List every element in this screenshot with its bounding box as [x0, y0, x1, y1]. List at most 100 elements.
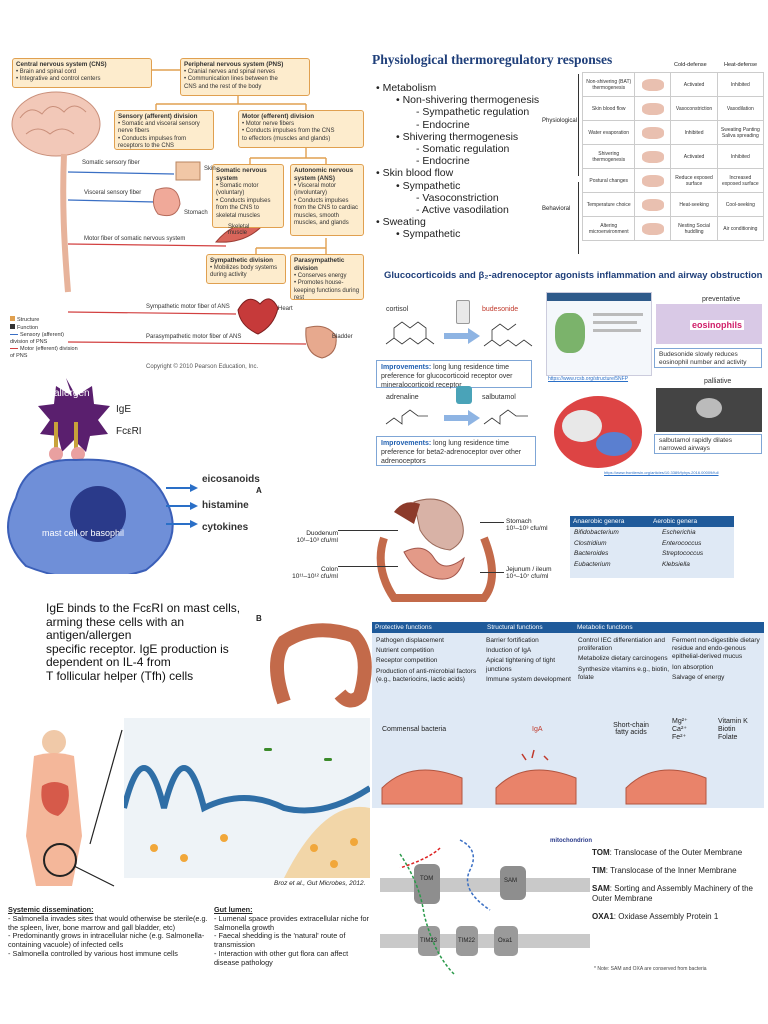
- anaerobic-genus: Bacteroides: [574, 550, 609, 557]
- protective-function: Pathogen displacement: [376, 637, 444, 644]
- thermo-cell-cold: Activated: [670, 144, 718, 169]
- thermo-cell-heat: Vasodilation: [716, 96, 765, 121]
- somatic-item: • Somatic motor (voluntary): [216, 182, 259, 197]
- lumen-item: - Faecal shedding is the 'natural' route…: [214, 931, 346, 950]
- stomach-label: Stomach 10¹–10³ cfu/ml: [506, 518, 548, 532]
- thermo-bullet: • Skin blood flow: [376, 167, 454, 180]
- thermo-bullet: - Endocrine: [416, 155, 470, 168]
- salbutamol-label: salbutamol: [482, 394, 516, 401]
- somatic-box: Somatic nervous system • Somatic motor (…: [212, 164, 284, 228]
- thermo-illustration: [634, 192, 672, 217]
- thermo-illustration: [634, 96, 672, 121]
- lumen-title: Gut lumen:: [214, 905, 253, 914]
- cns-item: • Integrative and control centers: [16, 76, 101, 83]
- thermo-cell-label: Altering microenvironment: [581, 216, 636, 241]
- colon-name: Colon: [321, 566, 338, 573]
- improvements-label: Improvements:: [381, 440, 432, 447]
- pdb-screenshot: [546, 292, 652, 376]
- autonomic-box: Autonomic nervous system (ANS) • Viscera…: [290, 164, 364, 236]
- fceri-label: FcεRI: [116, 426, 142, 437]
- salbutamol-structure: [483, 409, 528, 425]
- cns-box: Central nervous system (CNS) • Brain and…: [12, 58, 152, 88]
- parasympathetic-item: • Conserves energy: [294, 272, 347, 279]
- thermo-bullet: • Sympathetic: [396, 228, 461, 241]
- ige-label: IgE: [116, 404, 132, 415]
- metabolic2-list: Ferment non-digestible dietary residue a…: [668, 634, 768, 687]
- metabolic-function: Synthesize vitamins e.g., biotin, folate: [578, 665, 670, 681]
- parasympathetic-box: Parasympathetic division • Conserves ene…: [290, 254, 364, 301]
- thermo-bullet: • Metabolism: [376, 82, 437, 94]
- somatic-title: Somatic nervous system: [216, 167, 267, 182]
- thermo-cell-heat: Cool-seeking: [716, 192, 765, 217]
- arrow-right-icon: [444, 328, 480, 344]
- anaerobic-genus: Eubacterium: [574, 560, 611, 568]
- thermo-bullet: - Endocrine: [416, 118, 470, 131]
- motor-item: • Conducts impulses from the CNS: [242, 128, 335, 135]
- pns-item: • Cranial nerves and spinal nerves: [184, 68, 276, 75]
- duodenum-label: Duodenum 10¹–10³ cfu/ml: [286, 530, 338, 544]
- somatic-sensory-fiber-label: Somatic sensory fiber: [82, 160, 140, 166]
- systemic-item: - Predominantly grows in intracellular n…: [8, 931, 205, 950]
- motor-title: Motor (efferent) division: [242, 113, 315, 120]
- thermo-illustration: [634, 72, 672, 97]
- frontiers-link[interactable]: https://www.frontiersin.org/articles/10.…: [604, 470, 719, 475]
- physiological-label: Physiological: [542, 118, 578, 124]
- pdb-link[interactable]: https://www.rcsb.org/structure/5NFP: [548, 376, 629, 382]
- ige-text-line: dependent on IL-4 from: [46, 655, 171, 669]
- thermo-bullet: - Somatic regulation: [416, 143, 510, 156]
- thermo-illustration: [634, 168, 672, 193]
- thermo-bullet: • Sympathetic: [396, 179, 461, 192]
- aerobic-genus: Enterococcus: [662, 539, 702, 547]
- structural-function: Immune system development: [486, 675, 571, 683]
- thermo-illustration: [634, 144, 672, 169]
- citation: Broz et al., Gut Microbes, 2012.: [274, 880, 366, 887]
- mito-definitions: TOM: Translocase of the Outer Membrane T…: [592, 848, 764, 930]
- motor-item: to effectors (muscles and glands): [242, 135, 331, 142]
- mito-label-tim23: TIM23: [420, 938, 438, 944]
- ige-description: IgE binds to the FcεRI on mast cells, ar…: [46, 601, 266, 683]
- mast-cell-figure: allergen IgE FcεRI eicosanoids histamine…: [6, 378, 260, 574]
- mito-label-tim22: TIM22: [458, 938, 476, 944]
- thermo-illustration: [634, 216, 672, 241]
- sensory-box: Sensory (afferent) division • Somatic an…: [114, 110, 214, 150]
- inhaler-icon: [456, 300, 470, 324]
- cns-item: • Brain and spinal cord: [16, 68, 77, 75]
- structural-function: Apical tightening of tight junctions: [486, 657, 556, 673]
- sympathetic-box: Sympathetic division • Mobilizes body sy…: [206, 254, 286, 284]
- mito-def: TIM: Translocase of the Inner Membrane: [592, 866, 764, 876]
- vitamin: Biotin: [718, 726, 736, 733]
- legend-item: Motor (efferent) division of PNS: [10, 346, 80, 360]
- structural-function: Barrier fortification: [486, 637, 539, 644]
- thermo-cell-cold: Inhibited: [670, 120, 718, 145]
- adrenaline-label: adrenaline: [386, 394, 419, 401]
- thermo-cell-label: Shivering thermogenesis: [581, 144, 636, 169]
- thermo-bullet: • Shivering thermogenesis: [396, 130, 519, 143]
- genera-table: Anaerobic genera Aerobic genera Bifidoba…: [570, 516, 734, 578]
- motor-fiber-somatic-label: Motor fiber of somatic nervous system: [84, 236, 186, 242]
- metabolic1-list: Control IEC differentiation and prolifer…: [574, 634, 676, 687]
- vitamin: Vitamin K: [718, 718, 748, 725]
- mito-def-text: : Translocase of the Inner Membrane: [605, 866, 737, 875]
- visceral-sensory-fiber-label: Visceral sensory fiber: [84, 190, 142, 196]
- autonomic-title: Autonomic nervous system (ANS): [294, 167, 354, 182]
- copyright-label: Copyright © 2010 Pearson Education, Inc.: [146, 364, 259, 370]
- ion: Ca²⁺: [672, 726, 687, 733]
- sensory-item: nerve fibers: [118, 128, 150, 135]
- mito-def-text: : Sorting and Assembly Machinery of the …: [592, 884, 753, 903]
- parasympathetic-motor-fiber-label: Parasympathetic motor fiber of ANS: [146, 334, 242, 340]
- protective-function: Receptor competition: [376, 657, 438, 665]
- intestinal-epithelium-drawing: [124, 718, 370, 878]
- protein-surface-image: [554, 396, 642, 468]
- thermo-bullet: - Sympathetic regulation: [416, 106, 530, 119]
- mito-import-drawing: [380, 839, 590, 975]
- thermo-cell-label: Water evaporation: [581, 120, 636, 145]
- cortisol-structure: [385, 321, 435, 345]
- heat-defense-header: Heat-defense: [724, 62, 758, 68]
- metabolic-function: Ferment non-digestible dietary residue a…: [672, 637, 760, 661]
- thermo-cell-heat: Sweating Panting Saliva spreading: [716, 120, 765, 145]
- thermo-cell-label: Skin blood flow: [581, 96, 636, 121]
- pns-item: • Communication lines between the: [184, 76, 278, 83]
- thermo-bullet: - Active vasodilation: [416, 204, 509, 217]
